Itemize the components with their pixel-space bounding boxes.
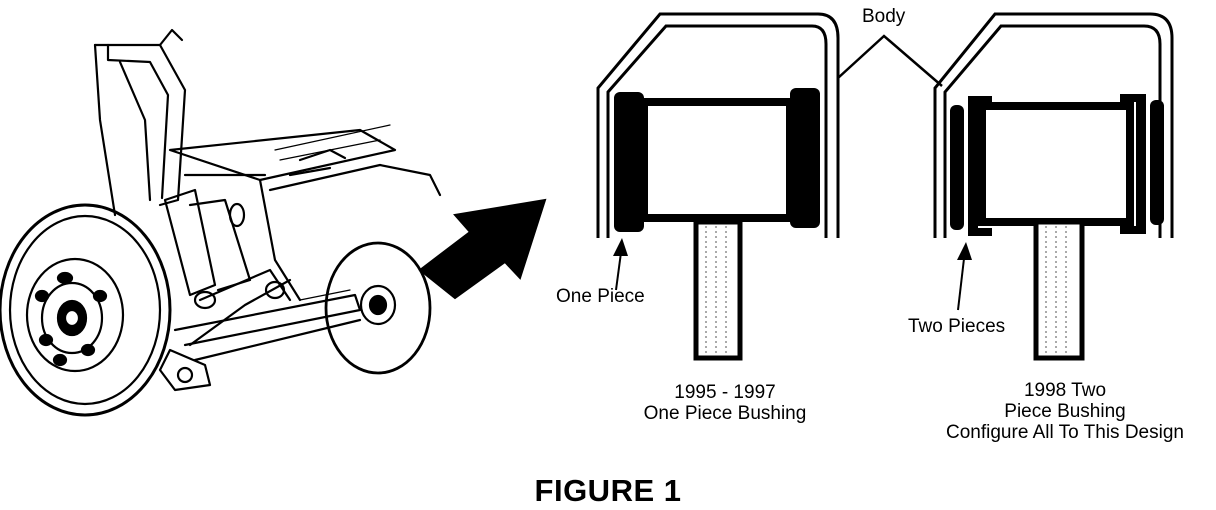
body-leader-lines	[837, 34, 943, 87]
caption-line: 1998 Two	[1023, 380, 1107, 401]
body-panel-inner	[943, 24, 1162, 238]
caption-line: Piece Bushing	[1004, 401, 1126, 422]
bushing-left	[614, 92, 644, 232]
caption-line: Configure All To This Design	[946, 422, 1184, 443]
sleeve	[978, 102, 1134, 226]
body-panel-inner	[606, 24, 828, 238]
caption-line: One Piece Bushing	[643, 403, 807, 424]
bushing-right	[790, 88, 820, 228]
body-label: Body	[862, 6, 906, 27]
one-piece-detail	[596, 12, 840, 361]
one-piece-label: One Piece	[556, 286, 645, 307]
bushing-piece-right	[1150, 100, 1164, 225]
rod	[1033, 219, 1085, 361]
flange-left	[968, 96, 992, 236]
caption-two-piece-bushing: 1998 Two Piece Bushing Configure All To …	[920, 380, 1210, 443]
body-panel-outer	[596, 12, 840, 238]
figure-title: FIGURE 1	[534, 473, 682, 508]
two-piece-detail	[933, 12, 1174, 361]
body-panel-outer	[933, 12, 1174, 238]
rod	[693, 219, 743, 361]
flange-right	[1120, 94, 1146, 234]
rear-suspension-illustration	[0, 28, 442, 417]
two-pieces-label: Two Pieces	[908, 316, 1006, 337]
sleeve	[640, 98, 794, 222]
caption-line: 1995 - 1997	[674, 382, 776, 403]
caption-one-piece-bushing: 1995 - 1997 One Piece Bushing	[620, 382, 830, 424]
bushing-piece-left	[950, 105, 964, 230]
direction-arrow	[418, 198, 547, 300]
